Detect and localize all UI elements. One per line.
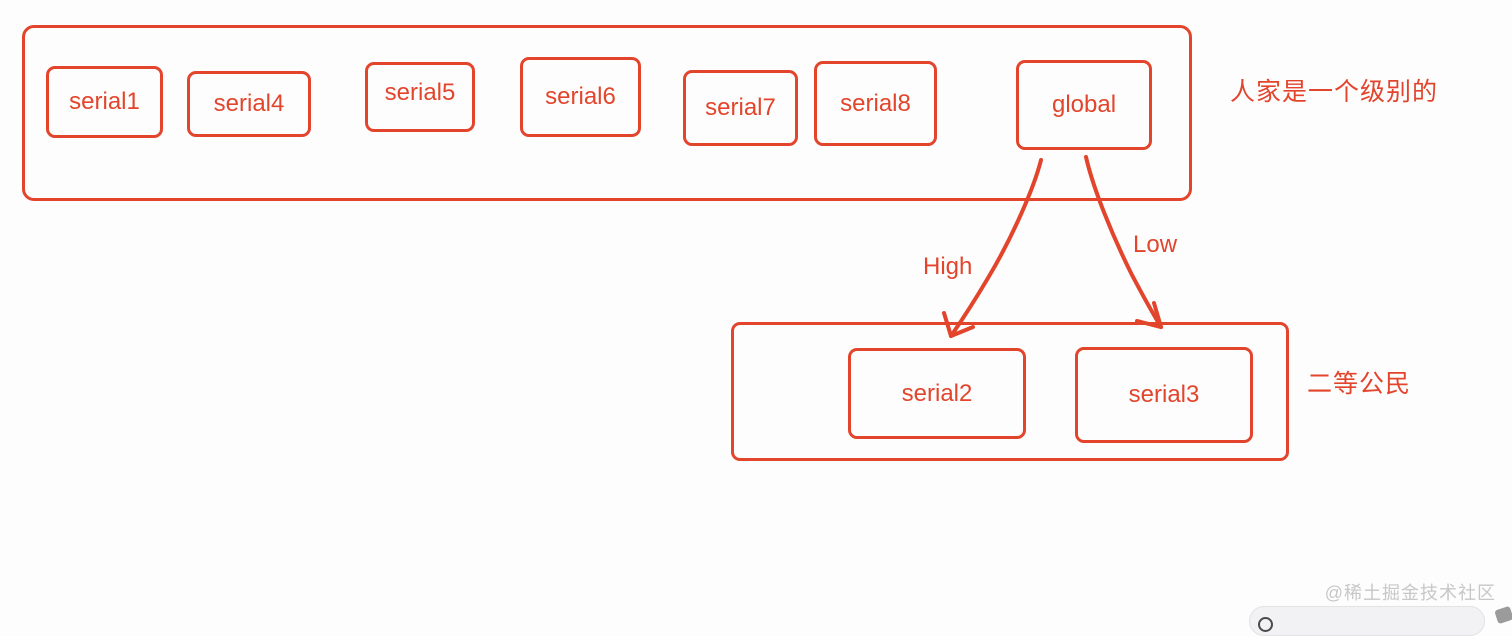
node-label: serial7 <box>705 94 776 121</box>
node-label: serial6 <box>545 83 616 110</box>
pencil-icon[interactable] <box>1494 605 1512 625</box>
node-serial5: serial5 <box>365 62 475 132</box>
watermark: @稀土掘金技术社区 <box>1324 583 1496 603</box>
node-label: serial2 <box>901 379 973 407</box>
node-serial6: serial6 <box>520 57 641 137</box>
low-arrow-label: Low <box>1133 231 1178 258</box>
node-serial2: serial2 <box>848 348 1026 439</box>
diagram-canvas: serial1 serial4 serial5 serial6 serial7 … <box>22 25 1512 636</box>
node-serial1: serial1 <box>46 66 163 138</box>
node-label: serial5 <box>384 79 456 106</box>
node-serial4: serial4 <box>187 71 311 137</box>
node-label: serial1 <box>69 88 140 115</box>
node-global: global <box>1016 60 1152 150</box>
top-level-group-box <box>22 25 1192 201</box>
node-label: serial3 <box>1128 381 1200 408</box>
node-serial8: serial8 <box>814 61 937 146</box>
node-label: serial8 <box>840 89 911 117</box>
second-class-group-box <box>731 322 1289 461</box>
node-label: global <box>1051 91 1117 118</box>
top-group-annotation: 人家是一个级别的 <box>1230 78 1439 106</box>
high-arrow-label: High <box>923 253 973 280</box>
node-serial7: serial7 <box>683 70 798 146</box>
search-icon <box>1258 616 1273 632</box>
bottom-group-annotation: 二等公民 <box>1307 370 1412 398</box>
search-bar[interactable] <box>1249 606 1485 636</box>
node-serial3: serial3 <box>1075 347 1253 443</box>
node-label: serial4 <box>213 90 285 117</box>
